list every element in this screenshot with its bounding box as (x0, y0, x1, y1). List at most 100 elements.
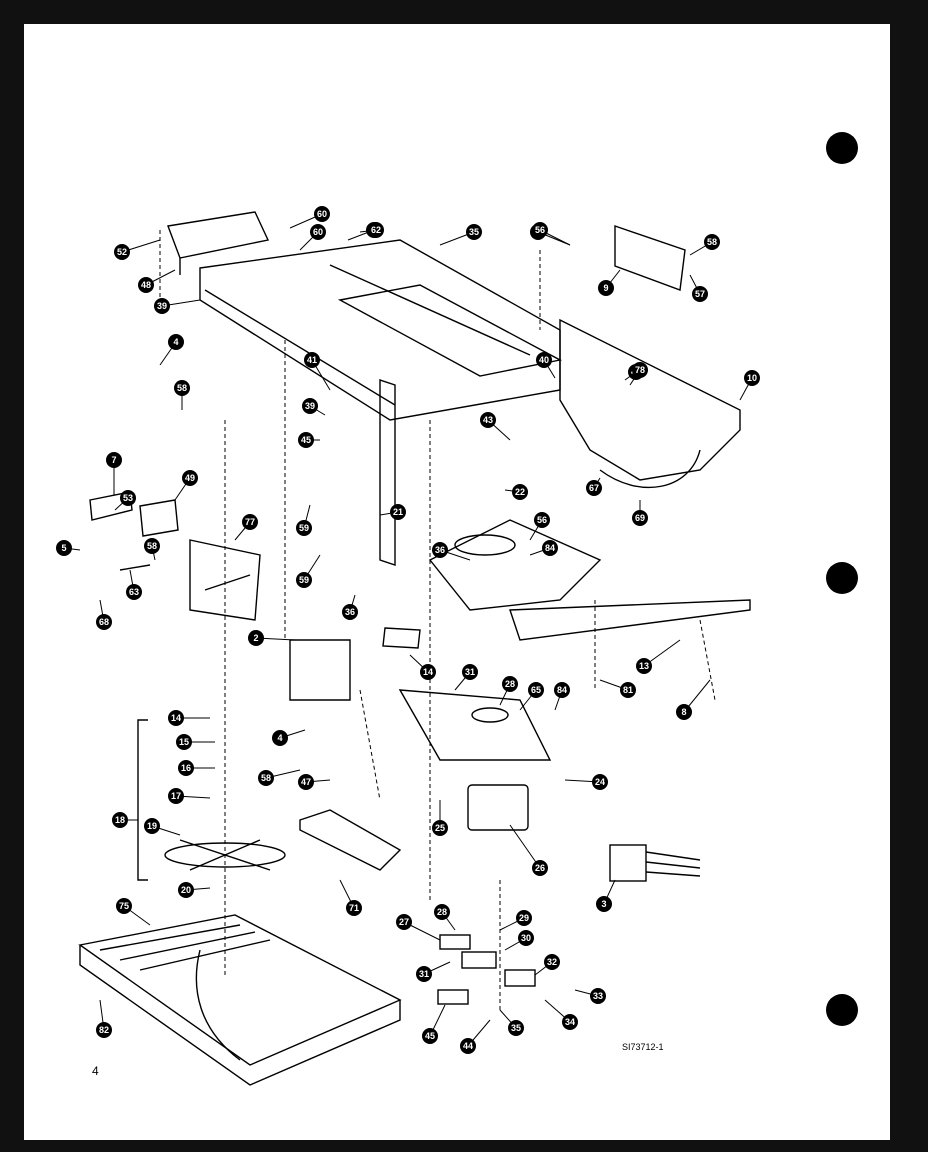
callout-circle (144, 538, 160, 554)
callout-balloon: 43 (480, 412, 511, 441)
callout-circle (620, 682, 636, 698)
callout-balloon: 65 (519, 682, 544, 711)
callout-layer: 5248396060623514584139456240454375349775… (56, 206, 760, 1054)
exploded-view-drawing (78, 211, 751, 1086)
callout-circle (432, 820, 448, 836)
callout-circle (422, 1028, 438, 1044)
callout-number: 14 (423, 667, 433, 677)
callout-circle (174, 380, 190, 396)
callout-circle (516, 910, 532, 926)
binder-hole (826, 562, 858, 594)
callout-circle (532, 222, 548, 238)
callout-balloon: 78 (629, 362, 648, 386)
callout-circle (96, 1022, 112, 1038)
paper-background (24, 24, 890, 1140)
callout-circle (528, 682, 544, 698)
callout-number: 21 (393, 507, 403, 517)
callout-circle (176, 734, 192, 750)
callout-balloon: 56 (529, 512, 550, 541)
callout-circle (112, 812, 128, 828)
callout-number: 7 (111, 455, 116, 465)
drawing-code: SI73712-1 (622, 1042, 664, 1052)
callout-circle (346, 900, 362, 916)
callout-number: 67 (589, 483, 599, 493)
callout-balloon: 67 (586, 477, 602, 496)
callout-balloon: 44 (460, 1019, 491, 1054)
callout-number: 45 (301, 435, 311, 445)
callout-circle (310, 224, 326, 240)
callout-number: 63 (129, 587, 139, 597)
callout-number: 39 (157, 301, 167, 311)
callout-balloon: 14 (409, 654, 436, 680)
callout-number: 43 (483, 415, 493, 425)
callout-circle (534, 512, 550, 528)
callout-number: 62 (371, 225, 381, 235)
callout-balloon: 84 (529, 540, 558, 556)
callout-balloon: 58 (174, 380, 190, 410)
callout-circle (168, 710, 184, 726)
callout-circle (178, 882, 194, 898)
callout-number: 58 (147, 541, 157, 551)
callout-number: 57 (695, 289, 705, 299)
callout-circle (168, 334, 184, 350)
callout-circle (182, 470, 198, 486)
callout-circle (432, 542, 448, 558)
callout-circle (96, 614, 112, 630)
callout-balloon: 20 (178, 882, 211, 898)
callout-number: 16 (181, 763, 191, 773)
callout-number: 18 (115, 815, 125, 825)
callout-balloon: 24 (564, 774, 608, 790)
callout-number: 9 (603, 283, 608, 293)
callout-circle (396, 914, 412, 930)
callout-number: 58 (261, 773, 271, 783)
callout-circle (676, 704, 692, 720)
callout-number: 71 (349, 903, 359, 913)
page-number: 4 (92, 1064, 99, 1078)
callout-circle (296, 520, 312, 536)
callout-balloon: 5 (56, 540, 81, 556)
callout-circle (144, 818, 160, 834)
callout-leader-line (509, 824, 541, 869)
callout-circle (632, 362, 648, 378)
callout-number: 31 (465, 667, 475, 677)
callout-circle (178, 760, 194, 776)
callout-number: 52 (117, 247, 127, 257)
callout-number: 28 (437, 907, 447, 917)
callout-circle (596, 896, 612, 912)
callout-balloon: 71 (339, 879, 362, 916)
callout-number: 56 (535, 225, 545, 235)
callout-balloon: 16 (178, 760, 215, 776)
callout-circle (298, 432, 314, 448)
callout-circle (692, 286, 708, 302)
callout-number: 4 (173, 337, 178, 347)
callout-number: 53 (123, 493, 133, 503)
callout-number: 8 (681, 707, 686, 717)
callout-circle (518, 930, 534, 946)
callout-number: 15 (179, 737, 189, 747)
callout-balloon: 49 (174, 470, 198, 501)
callout-number: 29 (519, 913, 529, 923)
callout-circle (554, 682, 570, 698)
callout-number: 31 (419, 969, 429, 979)
callout-number: 36 (345, 607, 355, 617)
callout-circle (744, 370, 760, 386)
callout-balloon: 81 (599, 679, 636, 698)
callout-number: 39 (305, 401, 315, 411)
callout-balloon: 4 (159, 334, 184, 366)
callout-balloon: 14 (168, 710, 210, 726)
callout-balloon: 31 (454, 664, 478, 691)
callout-balloon: 84 (554, 682, 570, 711)
callout-number: 25 (435, 823, 445, 833)
callout-circle (502, 676, 518, 692)
callout-circle (586, 480, 602, 496)
callout-balloon: 36 (342, 594, 358, 620)
callout-balloon: 22 (504, 484, 528, 500)
callout-balloon: 40 (536, 352, 556, 379)
callout-number: 60 (313, 227, 323, 237)
callout-circle (598, 280, 614, 296)
callout-number: 77 (245, 517, 255, 527)
callout-balloon: 69 (632, 500, 648, 526)
callout-circle (304, 352, 320, 368)
callout-number: 60 (317, 209, 327, 219)
callout-circle (632, 510, 648, 526)
